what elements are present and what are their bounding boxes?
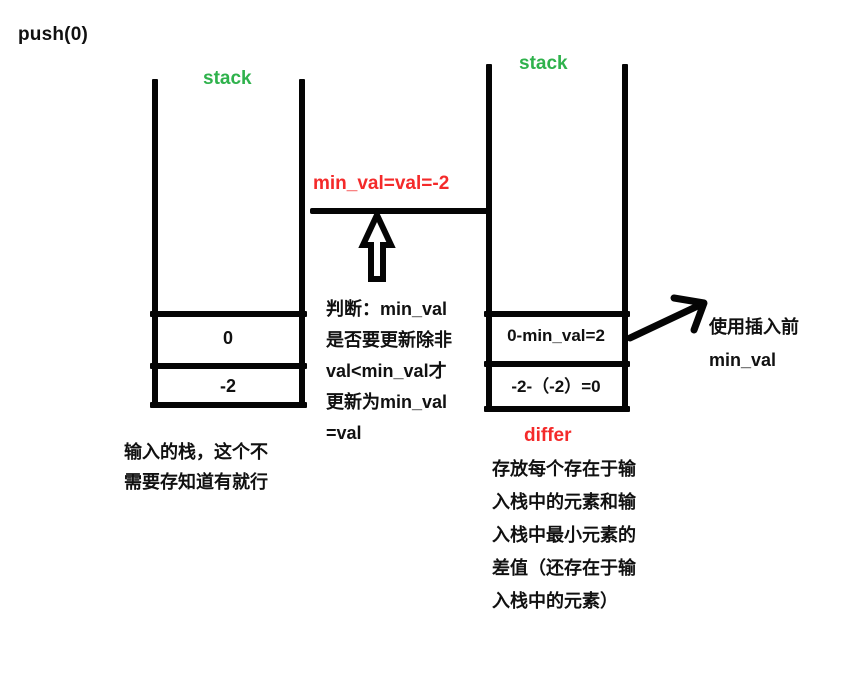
callout-line-1: min_val [709,350,777,370]
min-val-label: min_val=val=-2 [313,173,450,194]
differ-caption-line-4: 入栈中的元素） [492,591,618,611]
differ-caption-line-0: 存放每个存在于输 [492,459,636,479]
differ-caption-line-3: 差值（还存在于输 [492,558,636,578]
differ-stack-bottom [484,406,630,412]
input-stack-bottom [150,402,307,408]
input-stack-caption-line-1: 需要存知道有就行 [124,472,268,492]
differ-stack-cell-1: -2-（-2）=0 [511,377,601,396]
explanation-line-4: =val [326,423,362,443]
input-stack-divider-top [150,311,307,317]
operation-label: push(0) [18,24,89,45]
explanation-line-2: val<min_val才 [326,361,447,381]
differ-stack-divider-mid [484,361,630,367]
differ-caption-line-2: 入栈中最小元素的 [492,525,636,545]
input-stack-cell-0: 0 [222,328,233,348]
explanation-line-3: 更新为min_val [326,392,448,412]
input-stack-label: stack [203,68,252,89]
differ-caption-line-1: 入栈中的元素和输 [492,492,636,512]
input-stack-caption-line-0: 输入的栈，这个不 [124,442,268,462]
min-val-level-line [310,208,488,214]
explanation-line-1: 是否要更新除非 [326,330,452,350]
differ-stack-divider-top [484,311,630,317]
input-stack-right-rail [299,79,305,408]
callout-line-0: 使用插入前 [709,317,799,337]
input-stack-left-rail [152,79,158,408]
input-stack-divider-mid [150,363,307,369]
differ-stack-cell-0: 0-min_val=2 [507,326,605,345]
arrow-right-icon [626,290,714,346]
input-stack-cell-1: -2 [219,376,236,396]
differ-stack-right-rail [622,64,628,412]
up-arrow-outline-icon [358,207,396,283]
differ-stack-name-label: differ [524,425,572,446]
explanation-line-0: 判断：min_val [326,299,448,319]
differ-stack-label: stack [519,53,568,74]
differ-stack-left-rail [486,64,492,412]
